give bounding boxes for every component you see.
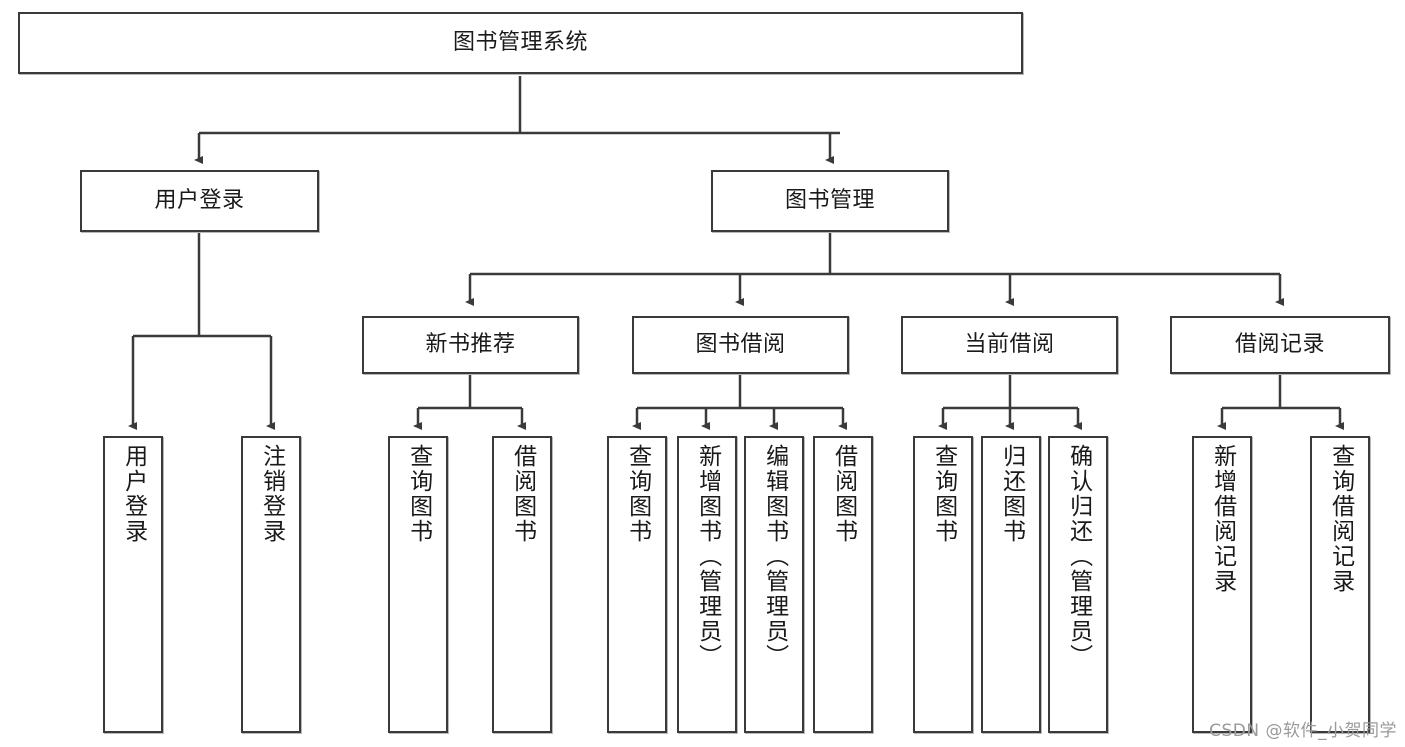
node-book-borrow[interactable]: 图书借阅 <box>632 316 849 374</box>
leaf-add-book-admin-label: 新增图书（管理员） <box>694 444 721 669</box>
leaf-query-book-recommend-label: 查询图书 <box>405 444 432 544</box>
node-root[interactable]: 图书管理系统 <box>18 12 1023 74</box>
node-book-management-label: 图书管理 <box>784 188 875 214</box>
node-user-login-label: 用户登录 <box>154 188 245 214</box>
leaf-return-book[interactable]: 归还图书 <box>981 436 1041 733</box>
node-borrow-record[interactable]: 借阅记录 <box>1170 316 1390 374</box>
leaf-query-book-borrow[interactable]: 查询图书 <box>607 436 667 733</box>
leaf-query-book-current-label: 查询图书 <box>930 444 957 544</box>
node-book-management[interactable]: 图书管理 <box>711 170 949 232</box>
leaf-query-book-recommend[interactable]: 查询图书 <box>388 436 448 733</box>
node-current-borrow[interactable]: 当前借阅 <box>901 316 1118 374</box>
node-borrow-record-label: 借阅记录 <box>1234 332 1325 358</box>
leaf-borrow-book[interactable]: 借阅图书 <box>813 436 873 733</box>
leaf-logout[interactable]: 注销登录 <box>241 436 301 733</box>
leaf-logout-label: 注销登录 <box>258 444 285 544</box>
leaf-add-borrow-record[interactable]: 新增借阅记录 <box>1192 436 1252 733</box>
node-new-book-recommend-label: 新书推荐 <box>425 332 516 358</box>
leaf-return-book-label: 归还图书 <box>998 444 1025 544</box>
leaf-confirm-return-admin-label: 确认归还（管理员） <box>1065 444 1092 669</box>
leaf-edit-book-admin-label: 编辑图书（管理员） <box>761 444 788 669</box>
leaf-query-book-borrow-label: 查询图书 <box>624 444 651 544</box>
csdn-watermark: CSDN @软件_小贺同学 <box>1209 721 1397 741</box>
leaf-borrow-book-recommend-label: 借阅图书 <box>509 444 536 544</box>
node-book-borrow-label: 图书借阅 <box>695 332 786 358</box>
leaf-add-borrow-record-label: 新增借阅记录 <box>1209 444 1236 594</box>
leaf-confirm-return-admin[interactable]: 确认归还（管理员） <box>1048 436 1108 733</box>
node-user-login[interactable]: 用户登录 <box>80 170 319 232</box>
leaf-edit-book-admin[interactable]: 编辑图书（管理员） <box>744 436 804 733</box>
node-current-borrow-label: 当前借阅 <box>964 332 1055 358</box>
leaf-query-borrow-record[interactable]: 查询借阅记录 <box>1310 436 1370 733</box>
node-root-label: 图书管理系统 <box>452 30 588 56</box>
leaf-borrow-book-label: 借阅图书 <box>830 444 857 544</box>
leaf-user-login[interactable]: 用户登录 <box>103 436 163 733</box>
leaf-borrow-book-recommend[interactable]: 借阅图书 <box>492 436 552 733</box>
leaf-query-borrow-record-label: 查询借阅记录 <box>1327 444 1354 594</box>
leaf-add-book-admin[interactable]: 新增图书（管理员） <box>677 436 737 733</box>
leaf-user-login-label: 用户登录 <box>120 444 147 544</box>
leaf-query-book-current[interactable]: 查询图书 <box>913 436 973 733</box>
node-new-book-recommend[interactable]: 新书推荐 <box>362 316 579 374</box>
